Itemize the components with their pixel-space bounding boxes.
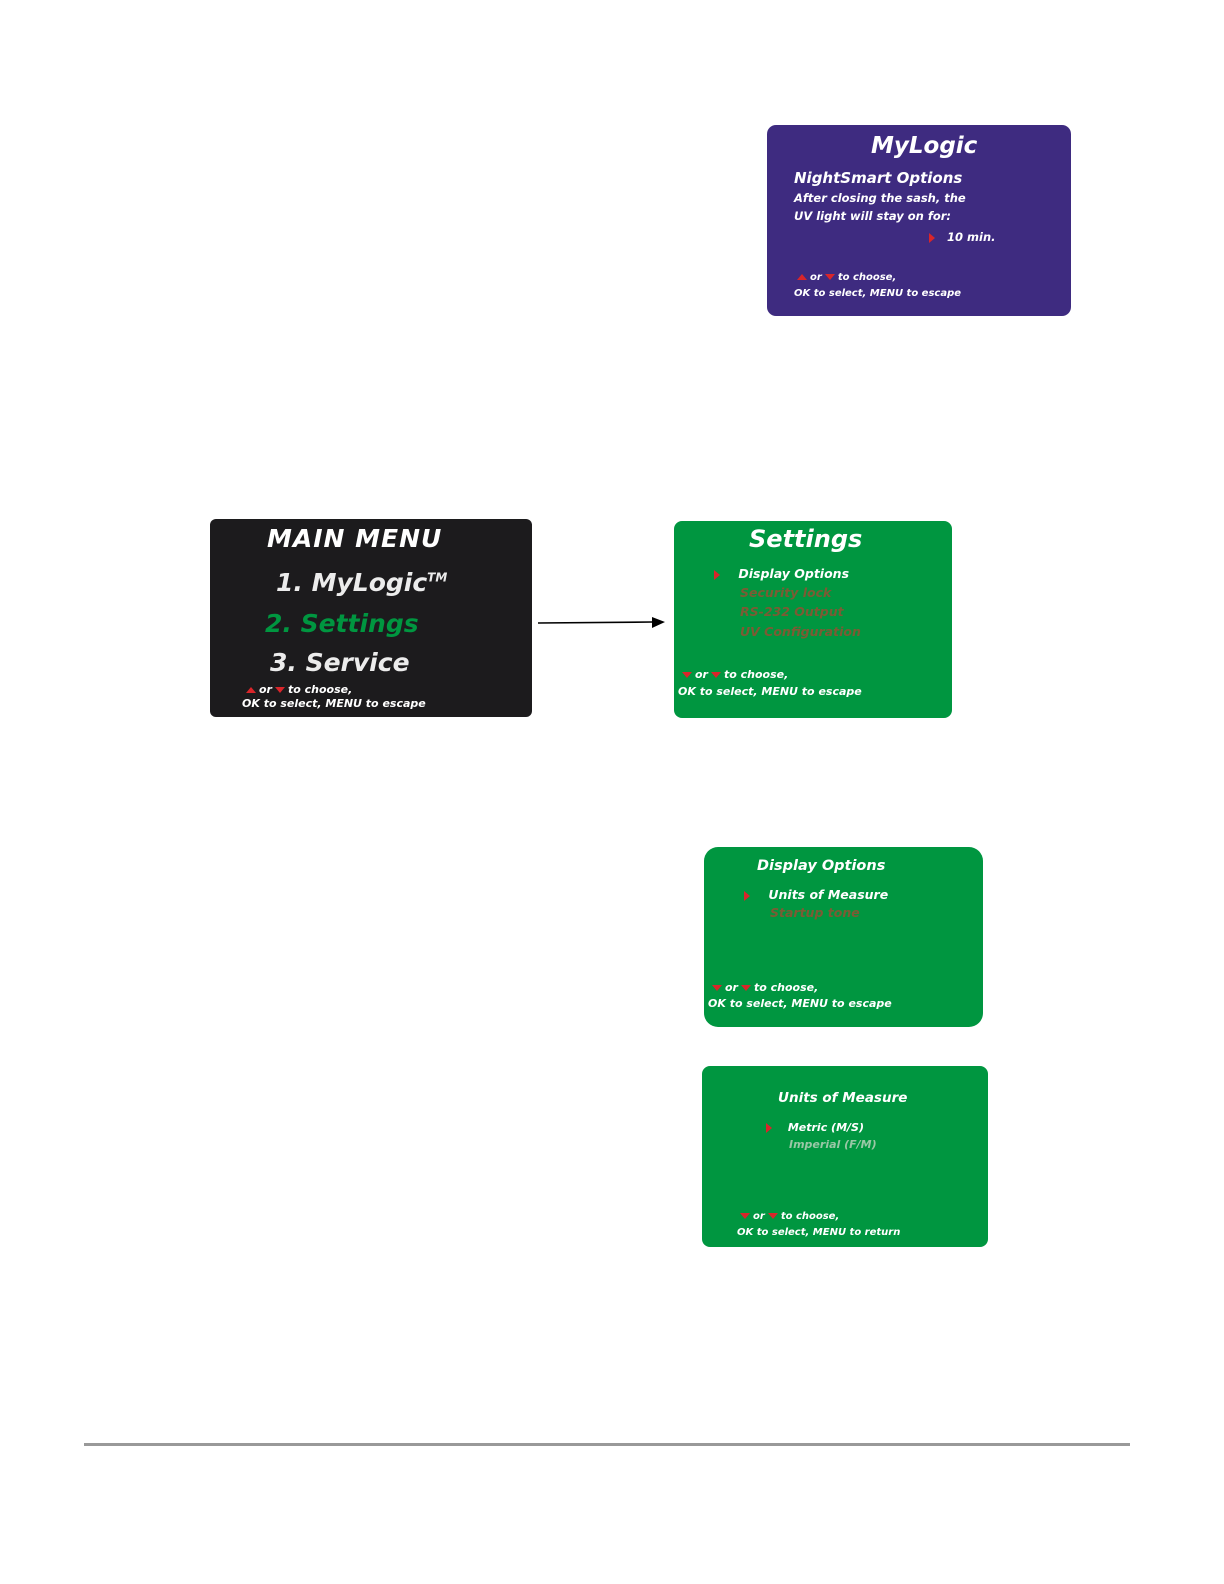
menu-item-settings[interactable]: 2. Settings — [265, 609, 419, 638]
navigation-hint: or to choose, — [740, 1212, 839, 1222]
units-of-measure-screen: Units of Measure Metric (M/S) Imperial (… — [702, 1066, 988, 1247]
up-triangle-icon — [246, 687, 256, 693]
hint-or: or — [810, 272, 822, 283]
hint-choose: to choose, — [780, 1211, 840, 1222]
flow-arrow-icon — [538, 617, 665, 628]
hint-or: or — [695, 668, 708, 681]
hint-choose: to choose, — [723, 668, 789, 681]
footer-rule — [84, 1443, 1130, 1446]
down-triangle-icon — [767, 1213, 778, 1219]
hint-or: or — [725, 981, 738, 994]
units-item-label: Metric (M/S) — [787, 1121, 864, 1134]
menu-item-service[interactable]: 3. Service — [270, 648, 410, 677]
screen-title: MyLogic — [871, 133, 978, 159]
description-line-2: UV light will stay on for: — [794, 209, 952, 223]
menu-item-label: 1. MyLogic — [276, 568, 428, 597]
down-triangle-icon — [712, 985, 722, 991]
mylogic-nightsmart-screen: MyLogic NightSmart Options After closing… — [767, 125, 1071, 316]
screen-title: MAIN MENU — [267, 524, 443, 553]
settings-item-display-options[interactable]: Display Options — [714, 566, 850, 581]
trademark-mark: TM — [427, 570, 448, 585]
menu-item-mylogic[interactable]: 1. MyLogicTM — [276, 570, 447, 595]
display-item-label: Units of Measure — [768, 887, 889, 902]
select-hint: OK to select, MENU to escape — [678, 685, 862, 698]
screen-title: Display Options — [757, 858, 886, 874]
down-triangle-icon — [710, 672, 721, 678]
settings-screen: Settings Display Options Security lock R… — [674, 521, 952, 718]
down-triangle-icon — [740, 1213, 750, 1219]
select-hint: OK to select, MENU to escape — [708, 997, 892, 1010]
right-triangle-icon — [714, 569, 720, 580]
settings-item-uv-configuration[interactable]: UV Configuration — [740, 624, 861, 639]
hint-choose: to choose, — [753, 981, 819, 994]
hint-choose: to choose, — [287, 683, 353, 696]
screen-title: Settings — [749, 525, 863, 553]
select-hint: OK to select, MENU to escape — [242, 697, 426, 710]
right-triangle-icon — [744, 890, 750, 901]
down-triangle-icon — [682, 672, 692, 678]
navigation-hint: or to choose, — [797, 273, 896, 283]
down-triangle-icon — [740, 985, 751, 991]
screen-title: Units of Measure — [778, 1090, 908, 1106]
down-triangle-icon — [824, 274, 835, 280]
right-triangle-icon — [766, 1123, 772, 1133]
display-item-startup-tone[interactable]: Startup tone — [770, 905, 860, 920]
navigation-hint: or to choose, — [682, 669, 788, 680]
hint-or: or — [259, 683, 272, 696]
settings-item-rs232-output[interactable]: RS-232 Output — [740, 604, 844, 619]
settings-item-label: Display Options — [738, 566, 850, 581]
screen-subtitle: NightSmart Options — [794, 169, 963, 187]
hint-choose: to choose, — [837, 272, 897, 283]
timer-value-row[interactable]: 10 min. — [929, 230, 996, 244]
units-item-imperial[interactable]: Imperial (F/M) — [789, 1138, 877, 1151]
up-triangle-icon — [797, 274, 807, 280]
description-line-1: After closing the sash, the — [794, 191, 966, 205]
settings-item-security-lock[interactable]: Security lock — [740, 585, 832, 600]
navigation-hint: or to choose, — [712, 982, 818, 993]
display-item-units-of-measure[interactable]: Units of Measure — [744, 887, 889, 902]
select-hint: OK to select, MENU to escape — [794, 288, 962, 299]
display-options-screen: Display Options Units of Measure Startup… — [704, 847, 983, 1027]
down-triangle-icon — [274, 687, 285, 693]
units-item-metric[interactable]: Metric (M/S) — [766, 1122, 864, 1133]
timer-value: 10 min. — [947, 230, 996, 244]
navigation-hint: or to choose, — [246, 684, 352, 695]
main-menu-screen: MAIN MENU 1. MyLogicTM 2. Settings 3. Se… — [210, 519, 532, 717]
right-triangle-icon — [929, 232, 935, 243]
select-hint: OK to select, MENU to return — [737, 1227, 901, 1238]
hint-or: or — [753, 1211, 765, 1222]
